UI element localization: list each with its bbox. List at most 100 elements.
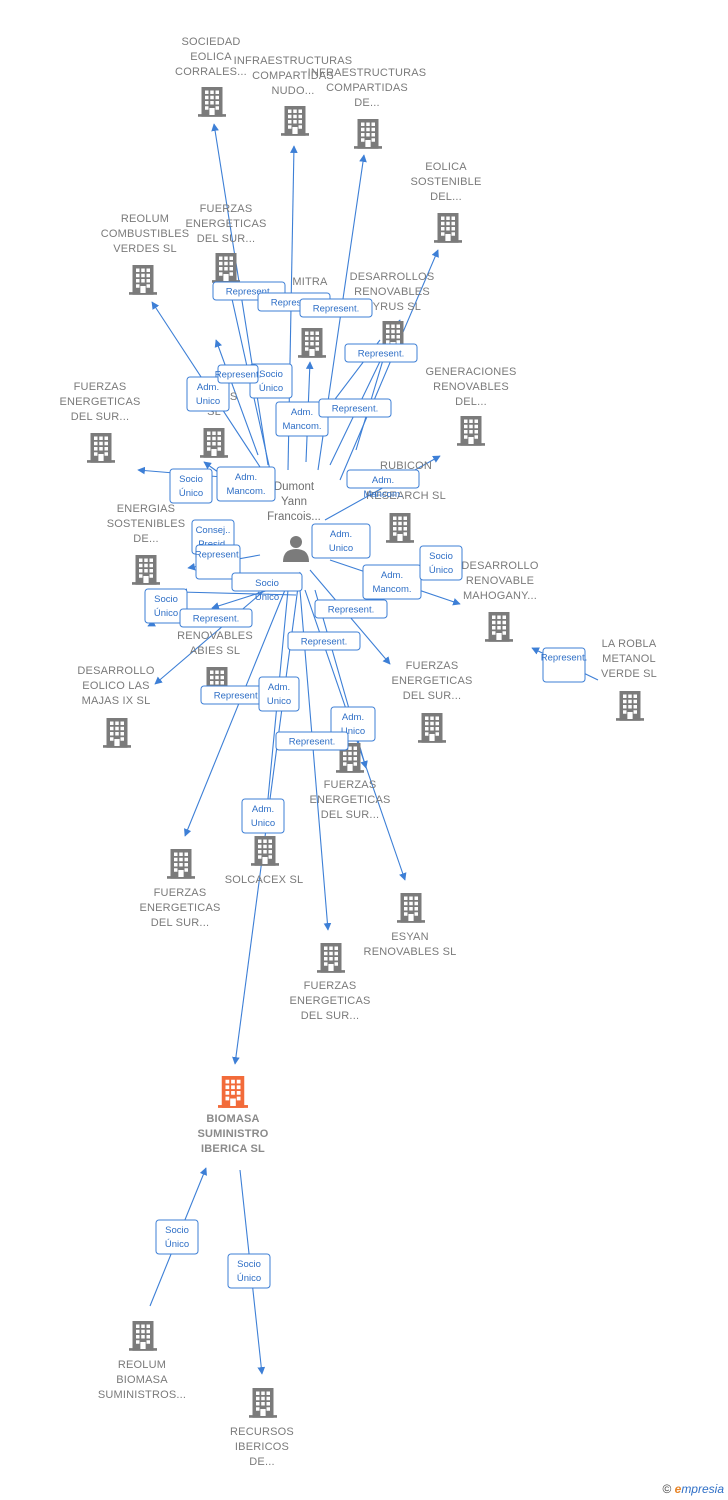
relation-label[interactable]: Adm.Mancom.	[216, 466, 276, 502]
company-node[interactable]: ENERGIASSOSTENIBLESDE...	[107, 503, 186, 585]
company-node[interactable]: RECURSOSIBERICOSDE...	[230, 1388, 294, 1468]
company-node[interactable]: SOLCACEX SL	[225, 836, 304, 886]
relation-text: Represent.	[214, 691, 260, 702]
company-label: ENERGETICAS	[391, 675, 472, 687]
relation-edge	[339, 249, 439, 481]
relation-box	[542, 647, 586, 683]
relation-label[interactable]: Adm.Unico	[311, 523, 371, 559]
company-label: DEL...	[430, 191, 462, 203]
relation-label[interactable]: Represent.	[195, 544, 241, 580]
relation-label[interactable]: Represent.	[314, 599, 388, 619]
company-label: DEL SUR...	[403, 690, 461, 702]
company-label: ENERGETICAS	[289, 995, 370, 1007]
company-label: VERDE SL	[601, 668, 657, 680]
relation-label[interactable]: Represent.	[215, 364, 261, 384]
company-label: RENOVABLES SL	[364, 946, 457, 958]
company-label: RECURSOS	[230, 1426, 294, 1438]
company-label: EOLICO LAS	[82, 680, 149, 692]
company-label: DESARROLLOS	[350, 271, 435, 283]
building-icon	[103, 718, 131, 748]
relation-text: Socio	[154, 594, 178, 605]
relation-text: Adm.	[291, 407, 313, 418]
relation-text: Único	[429, 565, 453, 576]
relation-label[interactable]: Adm.Mancom.	[346, 469, 420, 500]
relation-box	[318, 398, 392, 418]
company-label: INFRAESTRUCTURAS	[234, 55, 353, 67]
company-label: FUERZAS	[154, 887, 207, 899]
relation-box	[186, 376, 230, 412]
relation-label[interactable]: Represent.	[275, 731, 349, 751]
building-icon	[281, 106, 309, 136]
company-label: SOCIEDAD	[181, 36, 240, 48]
company-node[interactable]: INFRAESTRUCTURASCOMPARTIDASNUDO...	[234, 55, 353, 136]
company-label: RENOVABLES	[433, 381, 509, 393]
relation-box	[144, 588, 188, 624]
person-label: Yann	[281, 496, 307, 508]
relation-text: Unico	[267, 696, 291, 707]
relation-label[interactable]: Adm.Unico	[258, 676, 300, 712]
relation-text: Unico	[196, 396, 220, 407]
person-icon	[283, 549, 309, 562]
relation-label[interactable]: Adm.Unico	[186, 376, 230, 412]
company-label: ENERGETICAS	[59, 396, 140, 408]
person-node[interactable]: DumontYannFrancois...	[267, 481, 321, 562]
company-node[interactable]: DESARROLLORENOVABLEMAHOGANY...	[461, 560, 539, 642]
building-icon	[129, 1321, 157, 1351]
building-icon	[457, 416, 485, 446]
relation-text: Unico	[251, 818, 275, 829]
company-label: LA ROBLA	[602, 638, 657, 650]
relation-label[interactable]: Adm.Mancom.	[362, 564, 422, 600]
building-icon	[249, 1388, 277, 1418]
relation-text: Único	[179, 488, 203, 499]
relation-label[interactable]: Adm.Unico	[241, 798, 285, 834]
relation-label[interactable]: Represent.	[299, 298, 373, 318]
relation-text: Socio	[429, 551, 453, 562]
relation-label[interactable]: Adm.Mancom.	[275, 401, 329, 437]
relation-box	[195, 544, 241, 580]
relation-box	[275, 401, 329, 437]
company-node[interactable]: REOLUMBIOMASASUMINISTROS...	[98, 1321, 186, 1401]
relation-text: Represent.	[332, 404, 378, 415]
company-node[interactable]: GENERACIONESRENOVABLESDEL...	[425, 366, 516, 446]
relation-text: Represent.	[541, 653, 587, 664]
target-company-label: BIOMASA	[206, 1113, 259, 1125]
relation-label[interactable]: Represent.	[287, 631, 361, 651]
relation-text: Socio	[237, 1259, 261, 1270]
relation-label[interactable]: Represent.	[541, 647, 587, 683]
relation-text: Represent.	[215, 370, 261, 381]
company-node[interactable]: INFRAESTRUCTURASCOMPARTIDASDE...	[308, 67, 427, 149]
company-label: DE...	[354, 97, 379, 109]
relation-box	[227, 1253, 271, 1289]
relation-text: Represent.	[301, 637, 347, 648]
company-label: VERDES SL	[113, 243, 177, 255]
relation-label[interactable]: Represent.	[318, 398, 392, 418]
relation-label[interactable]: Represent.	[344, 343, 418, 363]
relation-label[interactable]: Represent.	[179, 608, 253, 628]
company-label: DEL SUR...	[151, 917, 209, 929]
relation-text: Mancom.	[363, 489, 402, 500]
company-node[interactable]: SOCIEDADEOLICACORRALES...	[175, 36, 247, 117]
relation-box	[299, 298, 373, 318]
company-node[interactable]: EOLICASOSTENIBLEDEL...	[410, 161, 481, 243]
company-label: DEL SUR...	[71, 411, 129, 423]
building-icon	[200, 428, 228, 458]
